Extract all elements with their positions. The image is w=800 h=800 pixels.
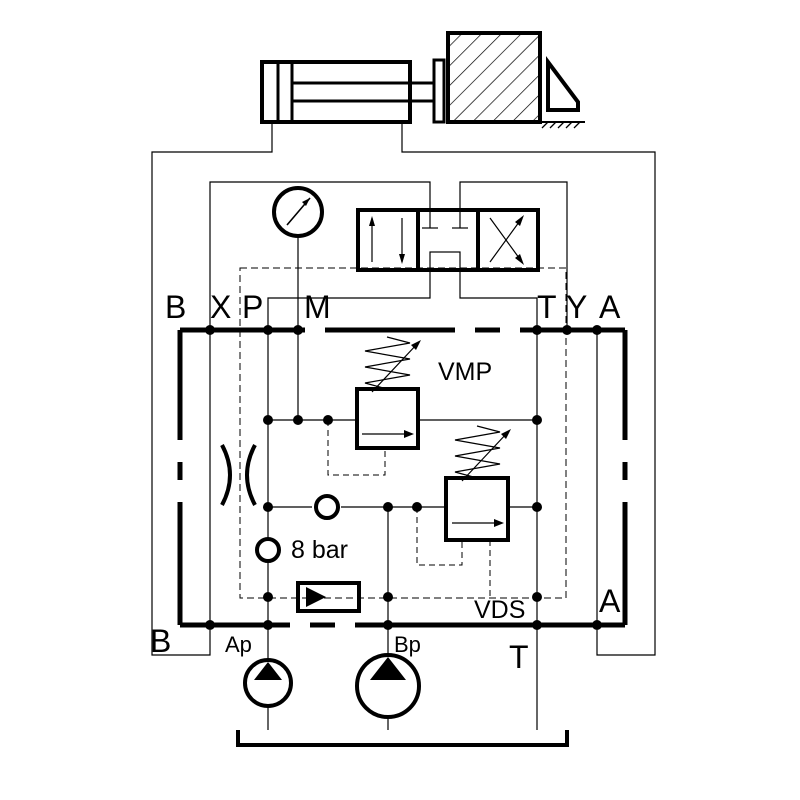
check-valve-label: 8 bar [291, 536, 348, 564]
pump-label-ap: Ap [225, 632, 252, 657]
pilot-lines [327, 420, 491, 598]
port-label-m: M [304, 289, 331, 325]
port-label-b-bottom: B [150, 623, 171, 659]
port-label-a-top: A [599, 289, 621, 325]
valve-label-vmp: VMP [438, 358, 492, 386]
port-label-t-top: T [537, 289, 557, 325]
junction-dots [205, 325, 602, 630]
port-label-y: Y [566, 289, 587, 325]
pressure-gauge-icon [272, 186, 324, 238]
pump-ap-icon [243, 658, 293, 708]
flow-direction-block-icon [296, 581, 361, 613]
pressure-relief-valve-vds-icon [444, 425, 511, 542]
port-label-x: X [210, 289, 231, 325]
load-mass-icon [432, 31, 585, 129]
port-label-b-top: B [165, 289, 186, 325]
orifice-icon [220, 444, 257, 506]
manifold-block [177, 327, 628, 628]
port-label-a-bottom: A [599, 583, 621, 619]
pressure-relief-valve-vmp-icon [355, 336, 421, 450]
pump-bp-icon [355, 653, 421, 719]
port-label-t-bottom: T [509, 639, 529, 675]
pump-label-bp: Bp [394, 632, 421, 657]
external-lines [151, 122, 656, 656]
check-valve-8bar-icon [255, 537, 281, 563]
tank-icon [236, 730, 569, 747]
hydraulic-cylinder-icon [260, 60, 439, 124]
port-label-p: P [242, 289, 263, 325]
directional-valve-icon [356, 208, 540, 272]
subplate-envelope [239, 267, 567, 599]
valve-label-vds: VDS [474, 596, 525, 624]
check-valve-icon [314, 494, 340, 520]
internal-lines [209, 330, 598, 625]
